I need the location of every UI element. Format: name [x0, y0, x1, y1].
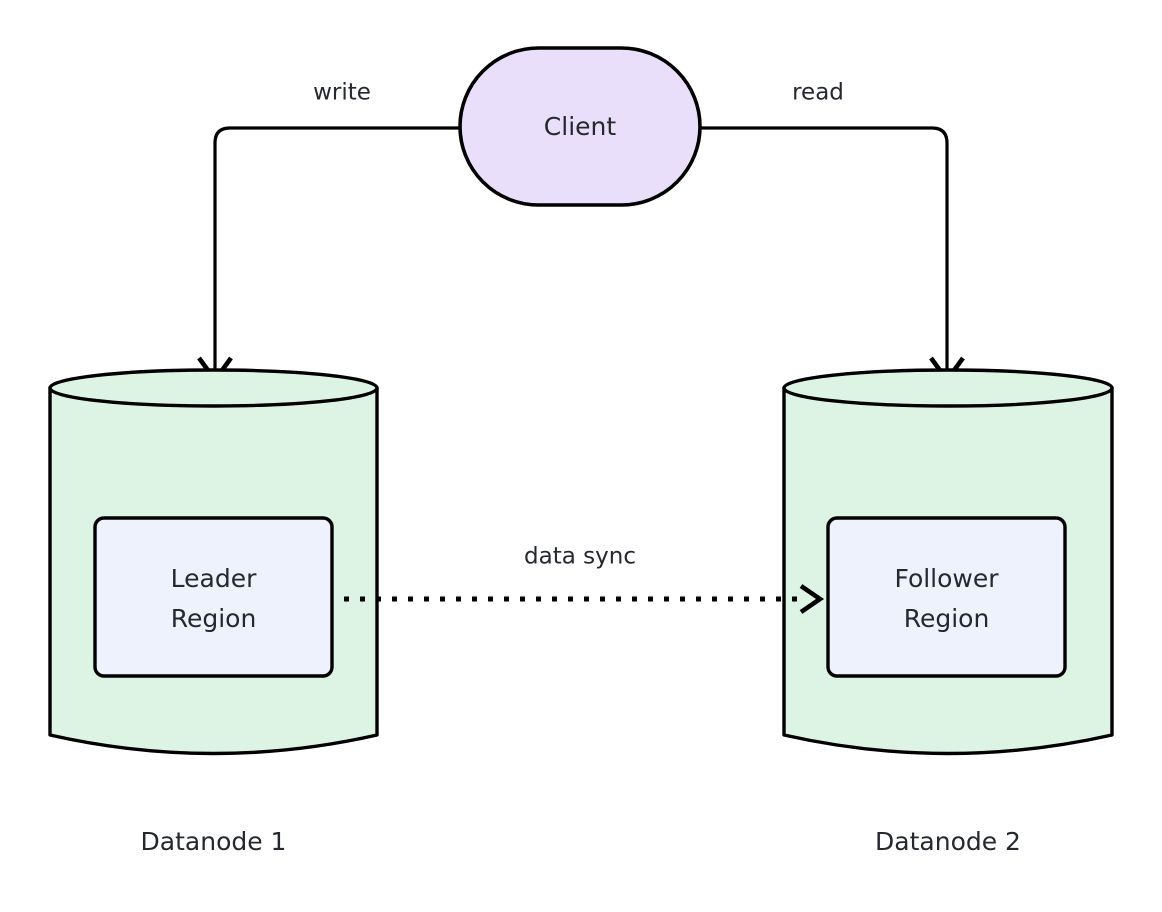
leader-region-label-line1: Leader: [171, 564, 257, 593]
edge-label-data-sync: data sync: [524, 544, 636, 570]
caption-datanode1: Datanode 1: [141, 827, 287, 856]
caption-datanode2: Datanode 2: [875, 827, 1021, 856]
client-label: Client: [544, 112, 617, 141]
node-client[interactable]: Client: [458, 46, 702, 207]
client-shape: [458, 46, 702, 207]
follower-region-rect: [826, 516, 1067, 678]
node-datanode1[interactable]: Leader Region: [48, 368, 379, 756]
follower-region-box[interactable]: Follower Region: [826, 516, 1067, 678]
edge-read[interactable]: read: [698, 80, 965, 384]
data-sync-arrowhead-icon: [799, 584, 825, 614]
edge-label-write: write: [313, 80, 371, 106]
leader-region-label-line2: Region: [171, 604, 257, 633]
edge-data-sync[interactable]: data sync: [344, 544, 825, 614]
leader-region-rect: [93, 516, 334, 678]
datanode2-cylinder-top: [782, 368, 1114, 408]
write-edge-line: [213, 126, 462, 354]
edge-write[interactable]: write: [197, 80, 462, 384]
read-edge-line: [698, 126, 949, 354]
follower-region-label-line1: Follower: [894, 564, 999, 593]
edge-label-read: read: [792, 80, 844, 106]
follower-region-label-line2: Region: [904, 604, 990, 633]
leader-region-box[interactable]: Leader Region: [93, 516, 334, 678]
datanode1-cylinder-top: [48, 368, 379, 408]
node-datanode2[interactable]: Follower Region: [782, 368, 1114, 756]
